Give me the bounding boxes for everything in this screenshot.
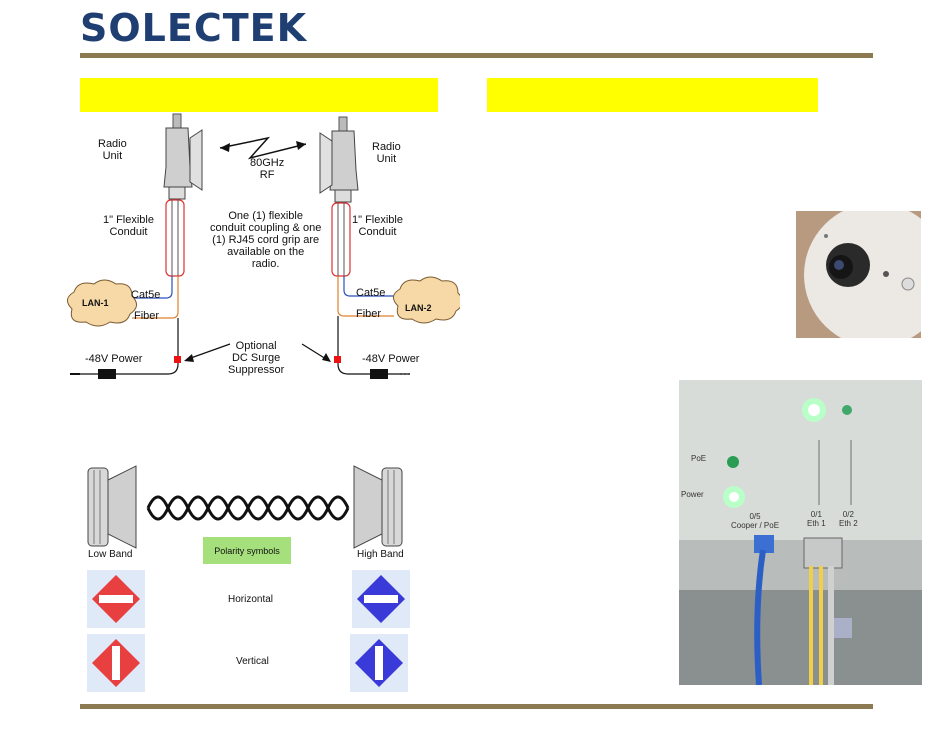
rf-link-label: 80GHz RF — [250, 157, 285, 181]
connector-photo — [796, 211, 921, 338]
surge-suppressor-label: Optional DC Surge Suppressor — [228, 340, 285, 376]
port-panel-photo: PoE Power 0/5 Cooper / PoE 0/1 Eth 1 0/2… — [679, 380, 922, 685]
left-power-label: -48V Power — [85, 353, 143, 365]
installation-diagram — [67, 113, 460, 379]
low-band-label: Low Band — [88, 549, 133, 560]
polarity-wave-2 — [146, 495, 350, 521]
left-cat5e-label: Cat5e — [131, 289, 161, 301]
solectek-logo: SOLECTEK — [80, 4, 340, 50]
rf-link-zigzag — [219, 136, 307, 160]
port2-label: 0/2 Eth 2 — [839, 510, 858, 528]
high-band-label: High Band — [357, 549, 404, 560]
port0-label: 0/5 Cooper / PoE — [731, 512, 780, 530]
vertical-label: Vertical — [236, 656, 269, 667]
lan1-cloud — [67, 279, 137, 327]
lan2-label: LAN-2 — [405, 303, 432, 313]
right-fiber-cable — [337, 276, 394, 317]
right-conduit — [331, 202, 351, 277]
lan2-cloud — [393, 276, 460, 324]
right-radio-unit — [319, 116, 359, 203]
horizontal-label: Horizontal — [228, 594, 274, 605]
horizontal-low-band-tile — [87, 570, 145, 628]
right-power-label: -48V Power — [362, 353, 420, 365]
left-surge-suppressor — [174, 356, 181, 363]
right-fiber-label: Fiber — [356, 308, 382, 320]
vertical-low-band-tile — [87, 634, 145, 692]
right-section-bar — [487, 78, 818, 112]
right-radio-unit-label: Radio Unit — [372, 141, 401, 165]
logo-text: SOLECTEK — [80, 6, 308, 50]
left-fiber-cable — [132, 276, 179, 319]
left-cat5e-cable — [132, 276, 173, 299]
left-conduit-label: 1" Flexible Conduit — [103, 214, 154, 238]
left-radio-unit — [163, 113, 203, 200]
bottom-rule — [80, 704, 873, 709]
low-band-antenna — [87, 465, 137, 549]
top-rule — [80, 53, 873, 58]
lan1-label: LAN-1 — [82, 298, 109, 308]
vertical-high-band-tile — [350, 634, 408, 692]
polarity-symbols-box: Polarity symbols — [203, 537, 291, 564]
right-cat5e-cable — [343, 276, 394, 297]
right-surge-suppressor — [334, 356, 341, 363]
port1-label: 0/1 Eth 1 — [807, 510, 826, 528]
left-fiber-label: Fiber — [134, 310, 160, 322]
poe-label: PoE — [691, 454, 707, 463]
high-band-antenna — [353, 465, 403, 549]
polarity-diagram — [87, 465, 403, 549]
conduit-note: One (1) flexible conduit coupling & one … — [210, 210, 322, 270]
power-label: Power — [681, 490, 704, 499]
left-section-bar — [80, 78, 438, 112]
left-radio-unit-label: Radio Unit — [98, 138, 127, 162]
left-conduit — [165, 199, 185, 277]
horizontal-high-band-tile — [352, 570, 410, 628]
right-cat5e-label: Cat5e — [356, 287, 386, 299]
right-conduit-label: 1" Flexible Conduit — [352, 214, 403, 238]
